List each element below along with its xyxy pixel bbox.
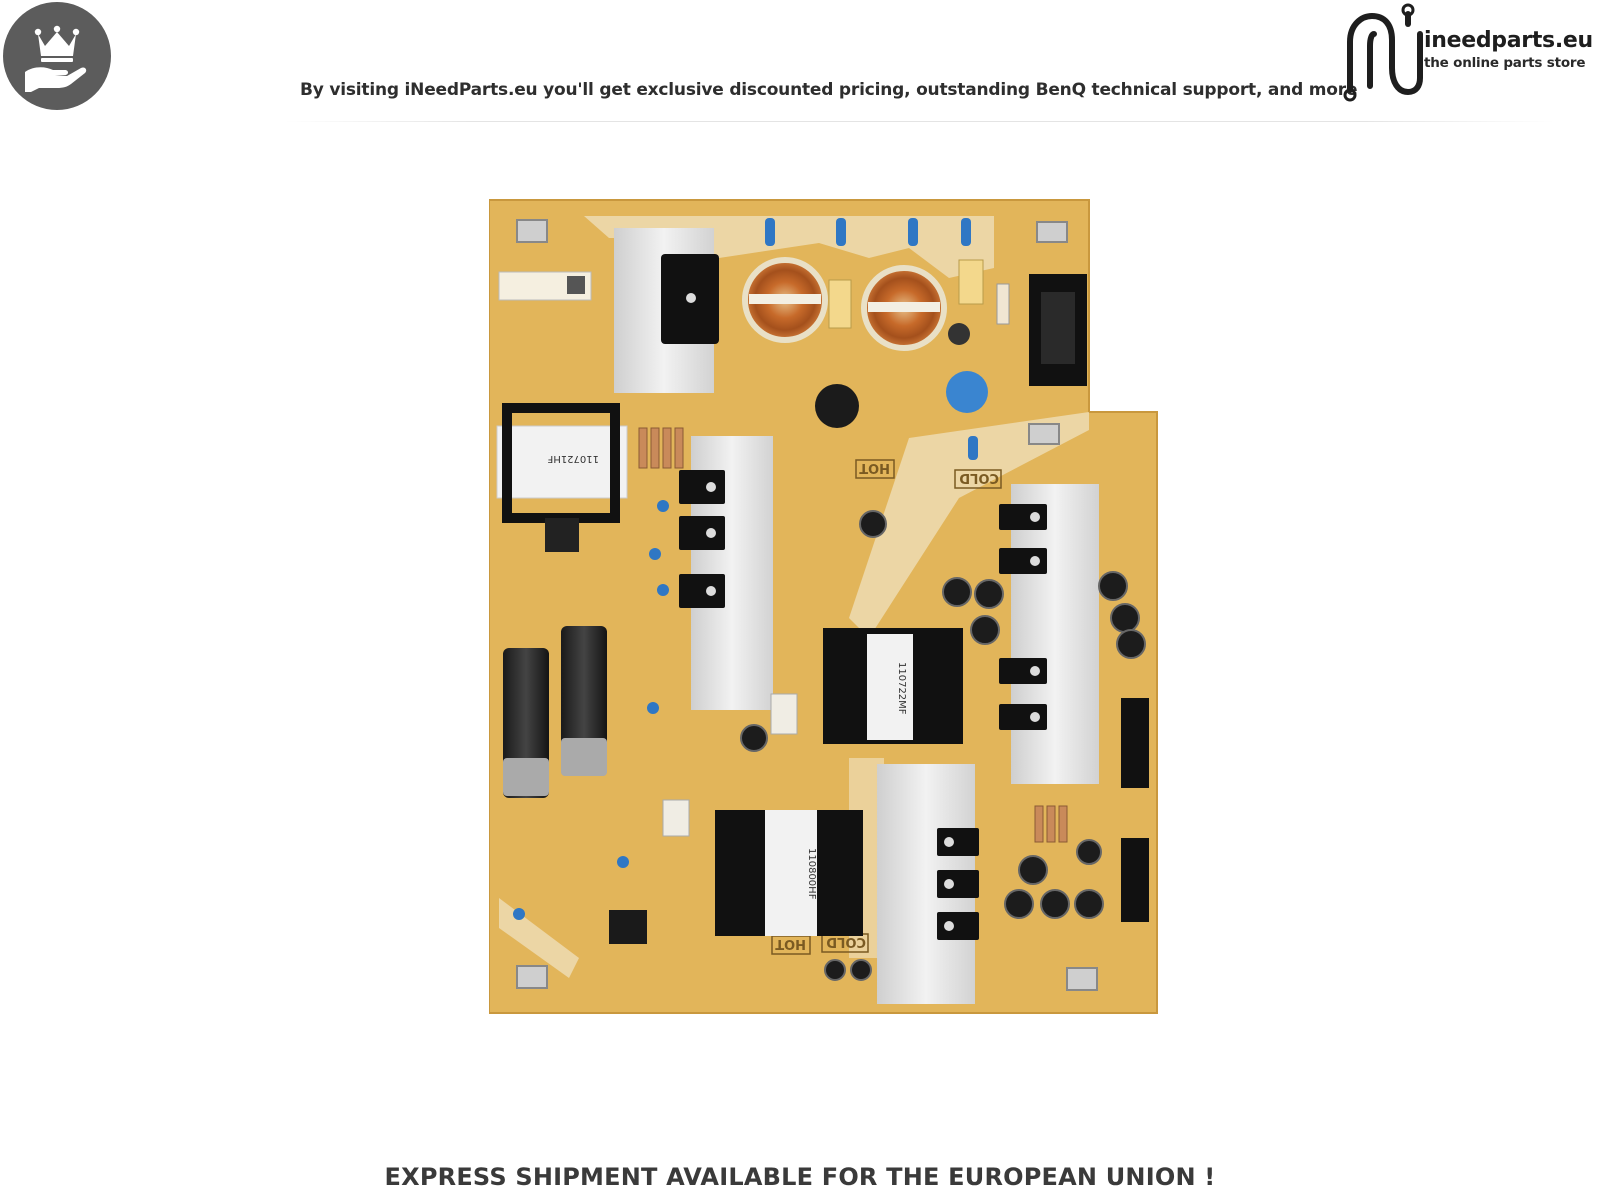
shipping-notice: EXPRESS SHIPMENT AVAILABLE FOR THE EUROP… [384,1163,1216,1191]
logo-name: ineedparts.eu [1424,28,1593,53]
transformer-code-1: 110721HF [547,453,599,464]
crown-hand-badge [3,2,111,110]
hot-label-2: HOT [775,936,806,951]
crown-hand-icon [25,25,87,92]
ineedparts-logo-icon [1343,3,1423,102]
transformer-code-2: 110722MF [896,662,907,715]
promo-tagline: By visiting iNeedParts.eu you'll get exc… [300,80,1358,100]
pcb-board [489,199,1158,1014]
header-divider [285,121,1555,122]
transformer-code-3: 110800HF [806,848,817,900]
cold-label: COLD [959,470,999,485]
hot-label: HOT [859,460,890,475]
cold-label-2: COLD [826,934,866,949]
product-image: 110721HF HOT COLD HOT COLD 110722MF [489,199,1158,1014]
ineedparts-logo[interactable]: ineedparts.eu the online parts store [1340,2,1600,108]
logo-subtitle: the online parts store [1424,55,1586,71]
